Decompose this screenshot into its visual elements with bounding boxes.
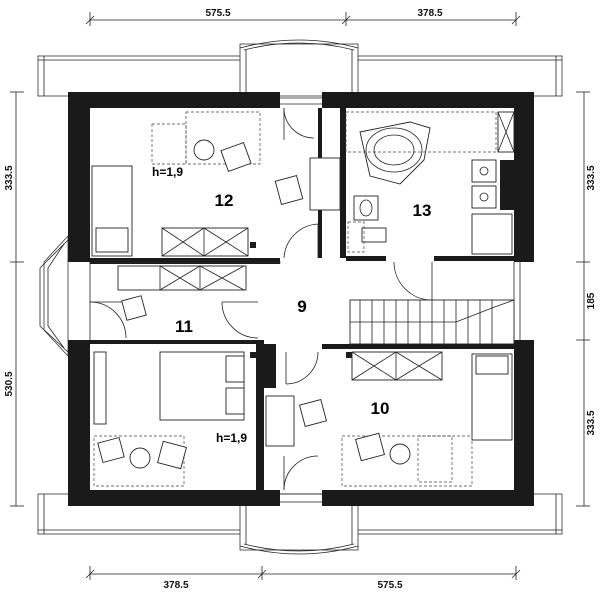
roof-eaves <box>37 55 563 535</box>
dim-left-bottom: 530.5 <box>4 371 15 396</box>
doors <box>89 107 433 491</box>
room-13-fixtures <box>345 111 515 255</box>
dim-bottom-left: 378.5 <box>163 580 188 591</box>
staircase <box>349 299 515 345</box>
bay-window-left <box>39 234 69 358</box>
dim-top-left: 575.5 <box>205 8 230 19</box>
dimension-lines <box>10 12 590 580</box>
room-label-13: 13 <box>413 201 432 220</box>
height-label-lower: h=1,9 <box>216 431 247 445</box>
dim-right-middle: 185 <box>586 292 597 309</box>
room-label-12: 12 <box>215 191 234 210</box>
dim-top-right: 378.5 <box>417 8 442 19</box>
dim-bottom-right: 575.5 <box>377 580 402 591</box>
height-label-upper: h=1,9 <box>152 165 183 179</box>
dim-right-bottom: 333.5 <box>586 410 597 435</box>
dim-right-top: 333.5 <box>586 165 597 190</box>
room-10-furniture <box>265 351 513 487</box>
room-label-10: 10 <box>371 399 390 418</box>
dormer-top <box>239 39 359 99</box>
room-label-11: 11 <box>175 317 193 336</box>
room-label-9: 9 <box>297 297 306 316</box>
dim-left-top: 333.5 <box>4 165 15 190</box>
outer-walls <box>68 92 534 506</box>
room-12-furniture <box>91 111 341 257</box>
room-11-furniture <box>93 265 256 487</box>
